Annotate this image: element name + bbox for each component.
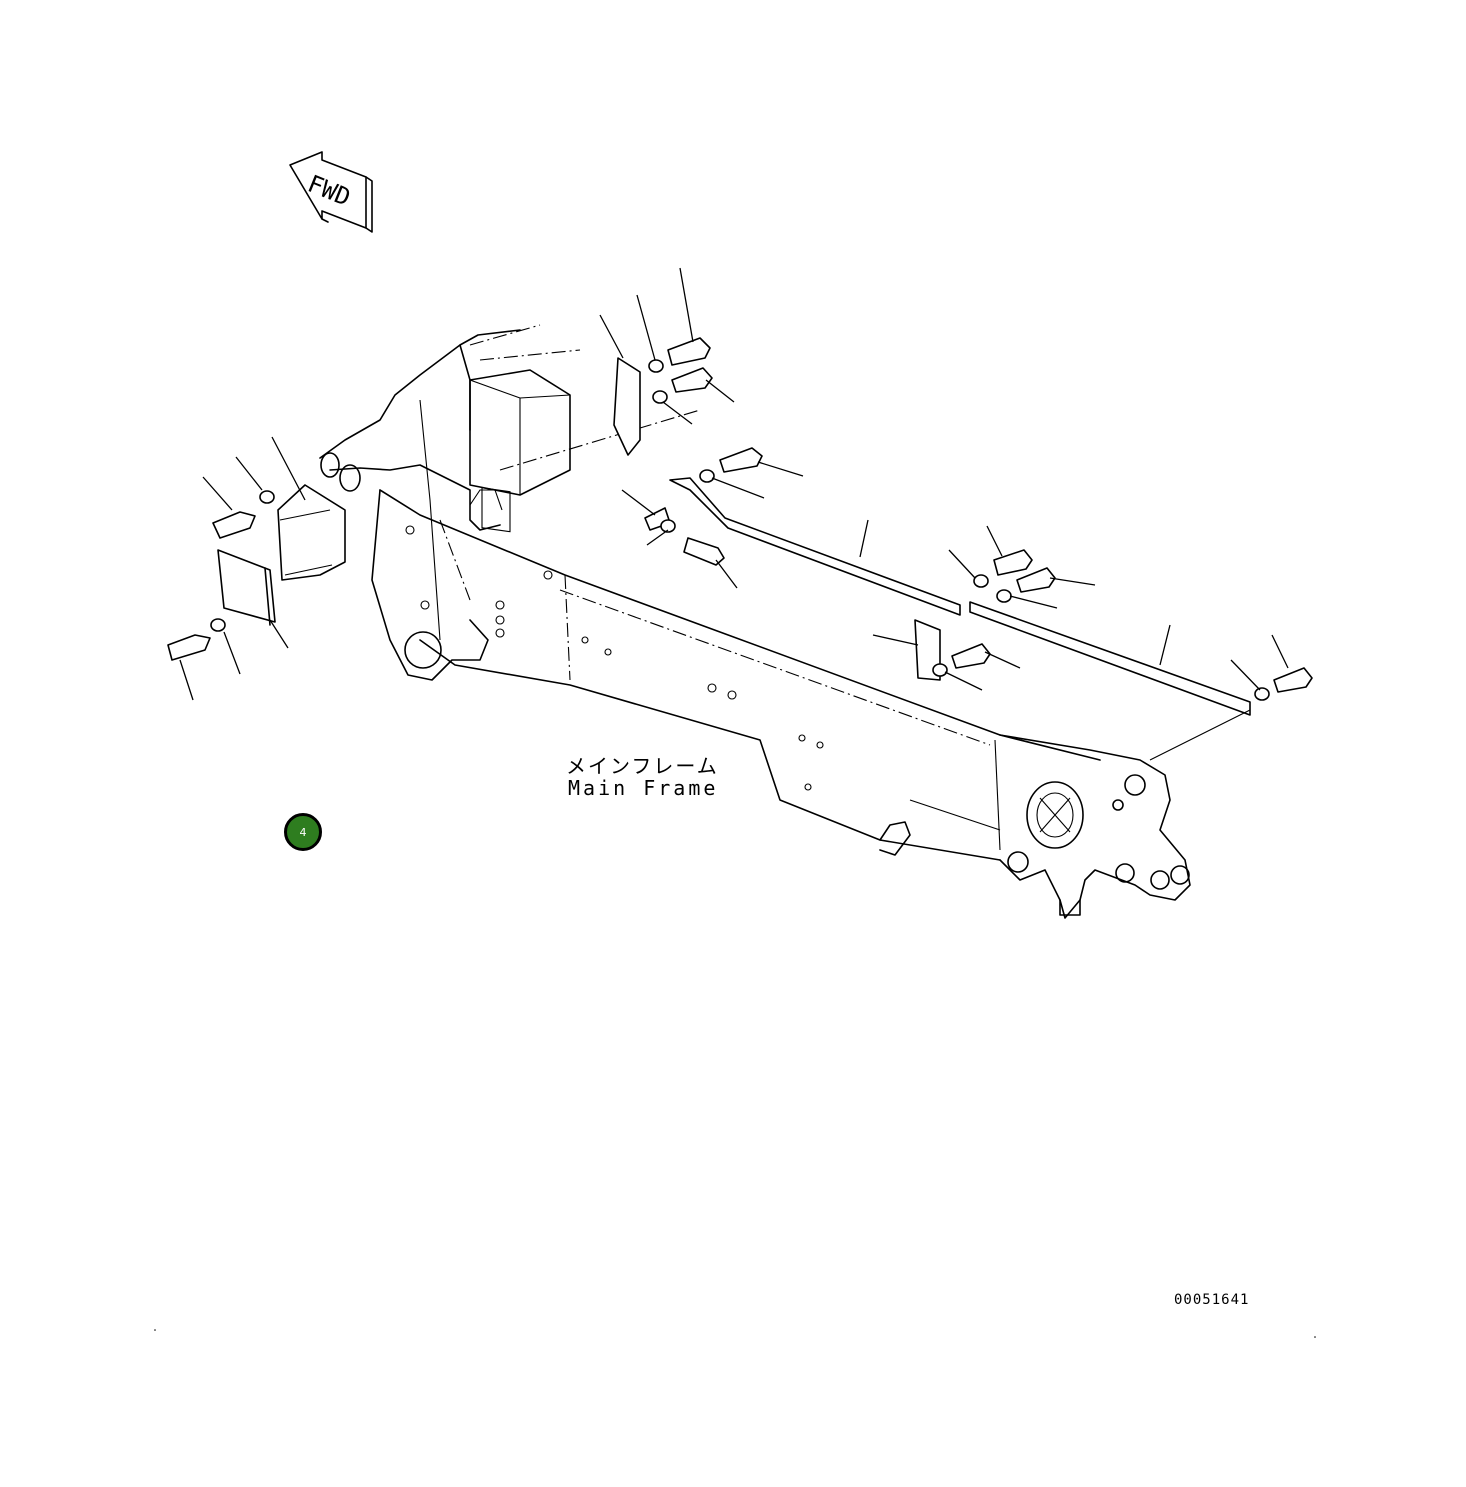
callout-badge-number: 4 xyxy=(299,825,307,839)
title-english: Main Frame xyxy=(568,776,719,800)
fwd-arrow-label: FWD xyxy=(304,170,355,212)
callout-badge[interactable]: 4 xyxy=(284,813,322,851)
main-frame-body xyxy=(319,324,1191,919)
frame-holes xyxy=(405,525,824,791)
fwd-arrow: FWD xyxy=(289,151,373,233)
rail-assembly xyxy=(621,447,1313,761)
left-bracket-assembly xyxy=(167,436,346,701)
title-japanese: メインフレーム xyxy=(566,754,719,778)
document-id: 00051641 xyxy=(1174,1292,1250,1308)
upper-bracket-assembly xyxy=(599,267,735,456)
